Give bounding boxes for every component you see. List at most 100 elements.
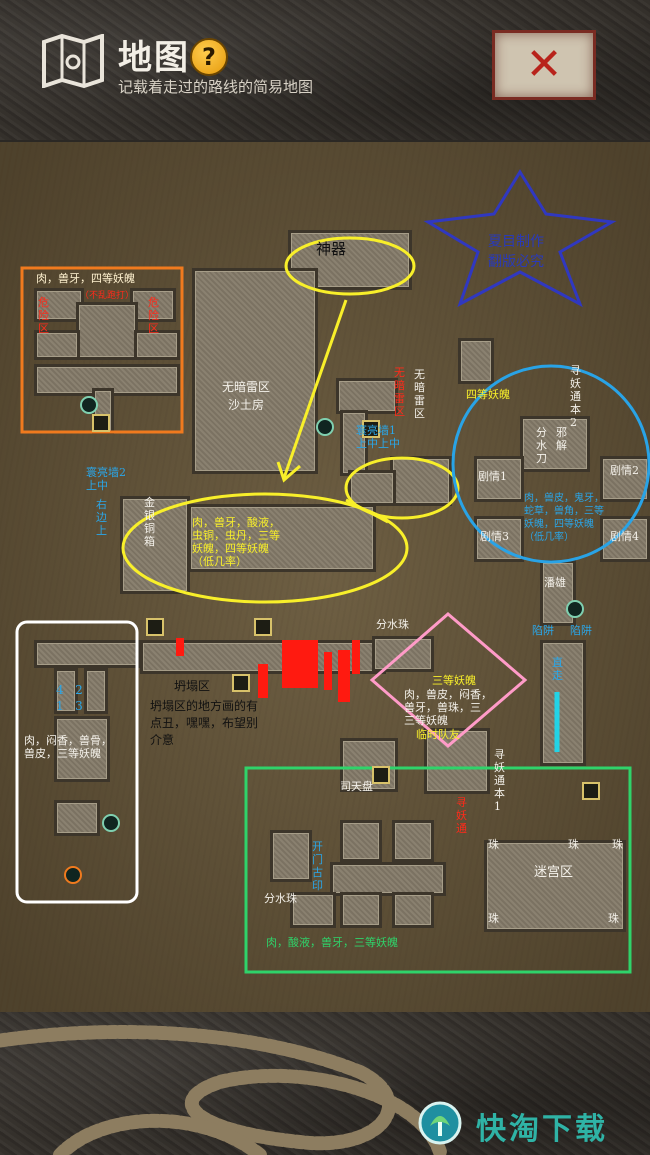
map-room	[520, 416, 590, 472]
map-room	[54, 716, 110, 782]
map-room	[34, 330, 80, 360]
page-title: 地图	[118, 38, 190, 78]
map-room	[76, 302, 138, 360]
brand-text: 快淘下载	[476, 1112, 608, 1147]
page-subtitle: 记载着走过的路线的简易地图	[118, 78, 314, 96]
label-zhu: 珠	[488, 838, 499, 851]
label-blue-circle-loot: 肉，兽皮，鬼牙， 蛇草，兽角，三等 妖魄，四等妖魄 （低几率）	[524, 493, 604, 543]
teleport-icon[interactable]	[102, 814, 120, 832]
map-icon	[42, 34, 104, 88]
label-juqing-2: 剧情2	[610, 464, 639, 477]
chest-icon[interactable]	[92, 414, 110, 432]
green-region-box	[244, 766, 632, 974]
teleport-icon[interactable]	[80, 396, 98, 414]
map-room	[336, 378, 398, 414]
label-yellow-loot: 肉，兽牙，酸液， 虫铜，虫丹，三等 妖魄，四等妖魄 （低几率）	[192, 516, 280, 568]
navy-star-watermark	[423, 169, 617, 308]
label-side-blue: 右 边 上	[96, 498, 107, 537]
label-wuan-red: 无 暗 雷 区	[394, 366, 405, 418]
map-room	[424, 728, 490, 794]
chest-icon[interactable]	[372, 766, 390, 784]
yellow-arrow	[282, 299, 348, 479]
chest-icon[interactable]	[362, 420, 380, 438]
yellow-ellipse-shenqi	[284, 236, 416, 296]
label-fenshuizhu-bottom: 分水珠	[264, 892, 297, 905]
label-sitianpan: 司天盘	[340, 780, 373, 793]
label-zhu: 珠	[608, 912, 619, 925]
white-region-box	[15, 620, 139, 904]
label-juqing-3: 剧情3	[480, 530, 509, 543]
chest-icon[interactable]	[582, 782, 600, 800]
label-migong: 迷宫区	[534, 865, 574, 880]
chest-icon[interactable]	[254, 618, 272, 636]
label-panxiong: 潘雄	[544, 576, 566, 589]
label-fenshui-dao: 分 水 刀	[536, 426, 547, 465]
chest-icon[interactable]	[146, 618, 164, 636]
map-room	[54, 668, 78, 714]
label-xianjing-right: 陷阱	[570, 624, 592, 637]
label-nums-bottom: 1 3	[56, 699, 83, 713]
label-yuanliang-1: 寰亮墙1 上中上中	[356, 424, 400, 450]
label-pink-title: 三等妖魄	[432, 674, 476, 687]
blue-circle-region	[451, 364, 650, 564]
map-room	[392, 820, 434, 862]
chest-icon[interactable]	[232, 674, 250, 692]
label-zhu: 珠	[612, 838, 623, 851]
label-shenqi: 神器	[316, 240, 347, 258]
brand-logo-icon	[418, 1101, 462, 1145]
pink-diamond-region	[369, 612, 528, 748]
label-yuanliang-2: 寰亮墙2 上中	[86, 466, 126, 492]
map-room	[34, 640, 140, 668]
orange-region-box	[20, 266, 184, 434]
label-pink-loot: 肉，兽皮，闷香， 兽牙，兽珠，三 三等妖魄	[404, 688, 492, 727]
label-orange-loot: 肉，兽牙，四等妖魄	[36, 272, 135, 285]
player-position-icon	[64, 866, 82, 884]
teleport-icon[interactable]	[316, 418, 334, 436]
map-room	[348, 470, 396, 506]
map-room	[34, 288, 84, 322]
yellow-ellipse-small	[344, 456, 460, 520]
map-room	[330, 862, 446, 896]
close-button[interactable]: ✕	[492, 30, 596, 100]
map-room	[270, 830, 312, 882]
map-room	[474, 516, 524, 562]
label-kanta-note: 坍塌区的地方画的有 点丑，嘿嘿，布望别 介意	[150, 699, 259, 747]
label-wuan-sha: 无暗雷区 沙土房	[222, 380, 271, 412]
label-zhu: 珠	[568, 838, 579, 851]
label-siyaopo: 四等妖魄	[466, 388, 510, 401]
label-xianjing-left: 陷阱	[532, 624, 554, 637]
map-room	[340, 410, 368, 476]
teleport-icon[interactable]	[566, 600, 584, 618]
close-icon: ✕	[525, 39, 563, 90]
map-room	[458, 338, 494, 384]
label-fenshuizhu-top: 分水珠	[376, 618, 409, 631]
help-button[interactable]: ?	[190, 38, 228, 76]
map-room	[340, 820, 382, 862]
label-linshi-duiyou: 临时队友	[416, 728, 460, 741]
rope-decoration	[0, 1025, 447, 1155]
map-room	[340, 892, 382, 928]
label-white-loot: 肉，闷香，兽骨， 兽皮，三等妖魄	[24, 734, 112, 760]
map-room	[54, 800, 100, 836]
map-room	[188, 504, 376, 572]
map-room	[600, 516, 650, 562]
label-watermark: 夏目制作 翻版必究	[488, 234, 544, 270]
label-xiejie: 邪 解	[556, 426, 567, 452]
label-danger-right: 危 险 区	[148, 296, 159, 335]
map-room	[192, 268, 318, 474]
label-xunyao-1: 寻 妖 通 本 1	[494, 748, 505, 813]
label-danger-mid: （不乱跑打）	[80, 291, 135, 301]
label-zhizou: 直 走	[552, 656, 563, 682]
label-juqing-4: 剧情4	[610, 530, 639, 543]
map-room	[474, 456, 524, 502]
label-juqing-1: 剧情1	[478, 470, 507, 483]
label-red-vertical: 寻 妖 通	[456, 796, 467, 835]
label-jinyin-box: 金 银 铜 箱	[144, 496, 155, 548]
map-room	[540, 640, 586, 766]
label-zhu: 珠	[488, 912, 499, 925]
label-wuan-white: 无 暗 雷 区	[414, 368, 425, 420]
label-xunyao-2: 寻 妖 通 本 2	[570, 364, 581, 429]
map-room	[84, 668, 108, 714]
label-green-loot: 肉，酸液，兽牙，三等妖魄	[266, 936, 398, 949]
